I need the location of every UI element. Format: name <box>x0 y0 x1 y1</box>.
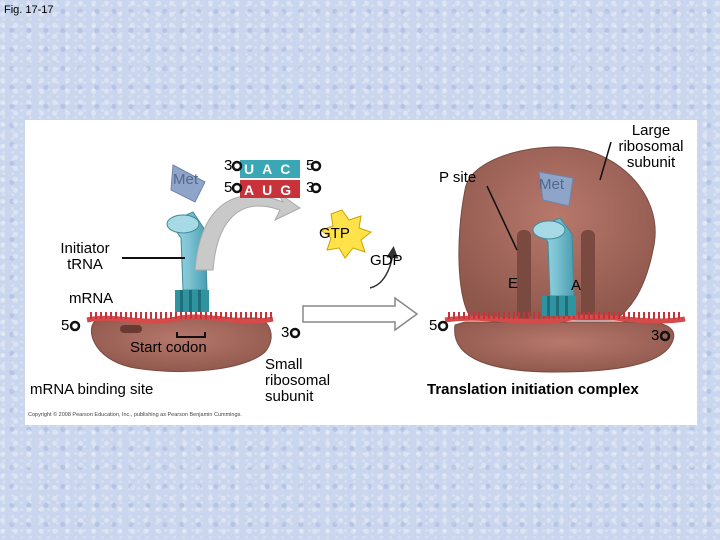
mrna-label: mRNA <box>69 290 114 307</box>
gtp-star <box>319 209 373 259</box>
codon-5-prime: 5 <box>224 179 233 196</box>
initiator-trna-label: Initiator tRNA <box>60 240 110 273</box>
codon-anticodon-box <box>240 160 300 198</box>
gtp-label: GTP <box>319 225 350 242</box>
p-site-label: P site <box>439 169 477 186</box>
p-site-pointer <box>486 185 518 251</box>
ribosome-channel-a <box>581 230 595 320</box>
small-subunit-right <box>454 321 675 373</box>
gtp-gdp-arrow <box>369 246 399 289</box>
start-codon-segment <box>120 325 142 333</box>
met-diamond-left <box>170 164 206 203</box>
codon-letters: AUG <box>244 182 300 198</box>
anticodon-5-prime: 5 <box>306 157 315 174</box>
copyright-notice: Copyright © 2008 Pearson Education, Inc.… <box>28 412 242 418</box>
diagram-graphics <box>86 141 686 373</box>
met-label-right: Met <box>539 176 565 193</box>
mrna-3-prime-right: 3 <box>651 327 660 344</box>
large-subunit-pointer <box>599 141 612 181</box>
met-diamond-right <box>538 171 574 207</box>
figure-label: Fig. 17-17 <box>4 4 54 16</box>
anticodon-letters: UAC <box>244 161 299 177</box>
start-codon-label: Start codon <box>130 339 207 356</box>
small-subunit-label: Small ribosomal subunit <box>265 356 331 405</box>
start-codon-bracket <box>176 332 206 338</box>
met-label-left: Met <box>173 171 199 188</box>
anticodon-3-prime: 3 <box>224 157 233 174</box>
e-site-label: E <box>508 275 519 292</box>
curved-arrow <box>194 191 301 271</box>
reaction-arrow <box>302 296 419 332</box>
codon-3-prime: 3 <box>306 179 315 196</box>
mrna-5-prime-left: 5 <box>61 317 70 334</box>
mrna-3-prime-left: 3 <box>281 324 290 341</box>
gdp-label: GDP <box>370 252 403 269</box>
ribosome-channel-e <box>517 230 531 320</box>
large-subunit-label: Large ribosomal subunit <box>618 122 684 171</box>
mrna-5-prime-right: 5 <box>429 317 438 334</box>
trna-in-p-site <box>532 217 576 316</box>
translation-initiation-complex-label: Translation initiation complex <box>427 381 639 398</box>
mrna-strand-left <box>86 312 274 324</box>
mrna-strand-right <box>444 312 686 324</box>
diagram-panel: Met Met 3 5 5 3 UAC AUG P site Large rib… <box>25 120 697 425</box>
mrna-binding-site-label: mRNA binding site <box>30 381 154 398</box>
a-site-label: A <box>571 277 582 294</box>
